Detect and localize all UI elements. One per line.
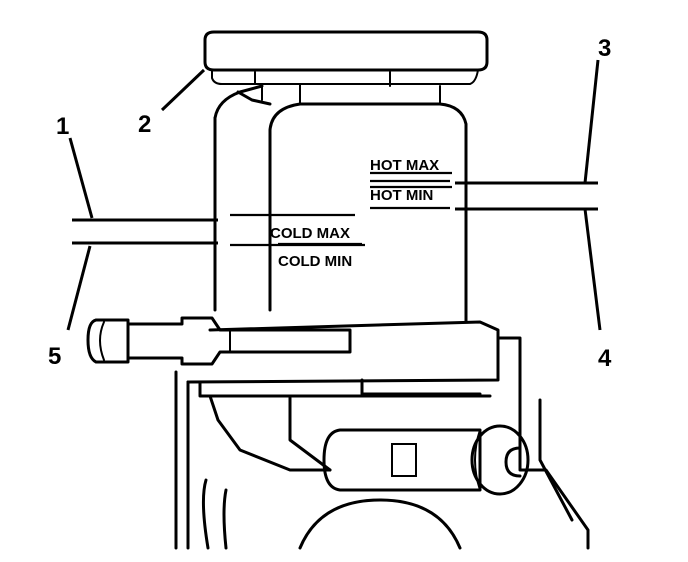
callout-1: 1 — [56, 113, 69, 140]
level-marks — [230, 171, 452, 247]
leader-5-diag — [66, 245, 92, 331]
callout-5: 5 — [48, 343, 61, 370]
outlet-fitting — [322, 424, 530, 496]
callout-3: 3 — [598, 35, 611, 62]
leader-4-diag — [583, 208, 602, 331]
leader-2-diag — [160, 68, 206, 112]
callout-4: 4 — [598, 345, 612, 372]
leader-3-diag — [583, 59, 600, 184]
leader-1-diag — [68, 137, 94, 219]
leader-lines — [66, 59, 602, 331]
callout-2: 2 — [138, 111, 151, 138]
label-hot-max: HOT MAX — [370, 157, 439, 174]
reservoir-cap — [203, 30, 489, 87]
reservoir-body — [213, 83, 468, 324]
mounting-bracket — [174, 320, 590, 550]
inlet-tube — [86, 316, 352, 366]
label-cold-max: COLD MAX — [270, 225, 350, 242]
label-cold-min: COLD MIN — [278, 253, 352, 270]
label-hot-min: HOT MIN — [370, 187, 433, 204]
